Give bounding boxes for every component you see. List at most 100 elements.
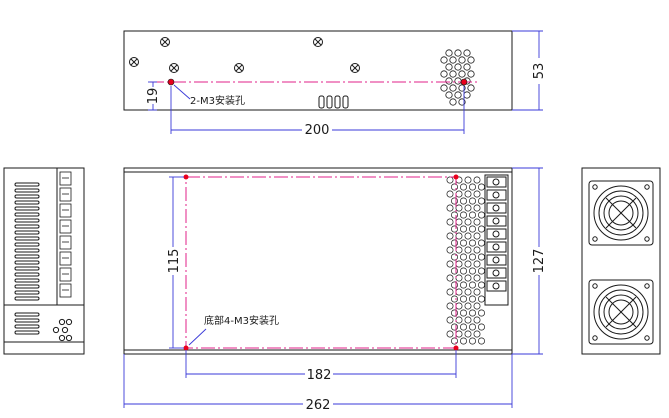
vent-hole	[469, 323, 476, 331]
front-view-dimensions	[123, 167, 543, 408]
vent-hole	[464, 204, 472, 212]
vent-hole	[446, 190, 454, 198]
vent-hole	[469, 183, 476, 191]
vent-hole	[446, 274, 454, 282]
top-view-screw	[234, 63, 244, 73]
vent-hole	[460, 197, 467, 205]
vent-hole	[451, 253, 458, 261]
front-view-hole-span-dim: 182	[307, 368, 332, 383]
vent-hole	[478, 295, 485, 303]
vent-hole	[464, 274, 472, 282]
top-view-screw	[169, 63, 179, 73]
vent-hole	[451, 225, 458, 233]
front-view-hole-height-dim: 115	[167, 249, 182, 274]
vent-hole	[446, 218, 454, 226]
vent-hole	[464, 176, 472, 184]
vent-hole	[478, 253, 485, 261]
vent-hole	[469, 211, 476, 219]
vent-hole	[460, 225, 467, 233]
vent-hole	[455, 302, 463, 310]
top-view-mount-note: 2-M3安装孔	[190, 94, 245, 107]
right-side-body	[581, 167, 661, 355]
vent-hole	[455, 288, 463, 296]
vent-hole	[478, 183, 485, 191]
vent-hole	[469, 281, 476, 289]
vent-hole	[464, 232, 472, 240]
vent-hole	[455, 204, 463, 212]
vent-hole	[446, 288, 454, 296]
vent-hole	[473, 246, 481, 254]
vent-hole	[451, 211, 458, 219]
vent-hole	[451, 281, 458, 289]
vent-hole	[478, 309, 485, 317]
vent-hole	[473, 190, 481, 198]
vent-hole	[473, 176, 481, 184]
vent-hole	[469, 309, 476, 317]
front-view	[123, 167, 513, 355]
vent-hole	[451, 295, 458, 303]
vent-hole	[473, 316, 481, 324]
vent-hole	[451, 267, 458, 275]
vent-hole	[469, 253, 476, 261]
vent-hole	[473, 274, 481, 282]
vent-hole	[478, 323, 485, 331]
front-view-mount-hole	[183, 345, 189, 351]
vent-hole	[473, 330, 481, 338]
left-side-view	[3, 167, 85, 355]
vent-hole	[473, 204, 481, 212]
top-view	[123, 30, 513, 111]
top-view-slots	[318, 95, 349, 109]
top-view-screw	[350, 63, 360, 73]
front-view-vent-holes	[446, 176, 485, 345]
right-side-view	[581, 167, 661, 355]
vent-hole	[464, 190, 472, 198]
vent-hole	[446, 176, 454, 184]
vent-hole	[460, 267, 467, 275]
vent-hole	[446, 232, 454, 240]
top-view-width-dim: 200	[305, 123, 330, 138]
vent-hole	[464, 330, 472, 338]
vent-hole	[460, 281, 467, 289]
vent-hole	[464, 316, 472, 324]
left-side-body	[3, 167, 85, 355]
top-view-mount-hole-right	[460, 78, 468, 86]
vent-hole	[455, 260, 463, 268]
fan-icon	[588, 180, 654, 246]
front-view-overall-width-dim: 262	[306, 398, 331, 413]
vent-hole	[478, 239, 485, 247]
vent-hole	[451, 239, 458, 247]
top-view-offset-dim: 19	[146, 88, 161, 105]
vent-hole	[455, 330, 463, 338]
vent-hole	[464, 302, 472, 310]
vent-hole	[455, 190, 463, 198]
vent-hole	[464, 218, 472, 226]
vent-hole	[464, 260, 472, 268]
vent-hole	[469, 225, 476, 233]
vent-hole	[446, 316, 454, 324]
vent-hole	[469, 337, 476, 345]
top-view-height-dim: 53	[532, 63, 547, 80]
vent-hole	[469, 239, 476, 247]
top-view-vent-holes	[440, 49, 475, 106]
front-view-mount-hole	[453, 174, 459, 180]
vent-hole	[451, 337, 458, 345]
vent-hole	[464, 288, 472, 296]
top-view-mount-hole-left	[167, 78, 175, 86]
left-side-vent-slots	[14, 182, 40, 335]
vent-hole	[451, 323, 458, 331]
front-view-mount-hole	[183, 174, 189, 180]
front-view-mount-note: 底部4-M3安装孔	[204, 314, 279, 327]
top-view-dimensions	[148, 30, 543, 134]
front-view-mount-hole	[453, 345, 459, 351]
vent-hole	[478, 281, 485, 289]
vent-hole	[460, 183, 467, 191]
vent-hole	[478, 267, 485, 275]
vent-hole	[451, 183, 458, 191]
vent-hole	[446, 204, 454, 212]
front-view-terminal-block	[484, 174, 509, 306]
vent-hole	[473, 218, 481, 226]
vent-hole	[460, 337, 467, 345]
vent-hole	[446, 246, 454, 254]
top-view-screw	[313, 37, 323, 47]
